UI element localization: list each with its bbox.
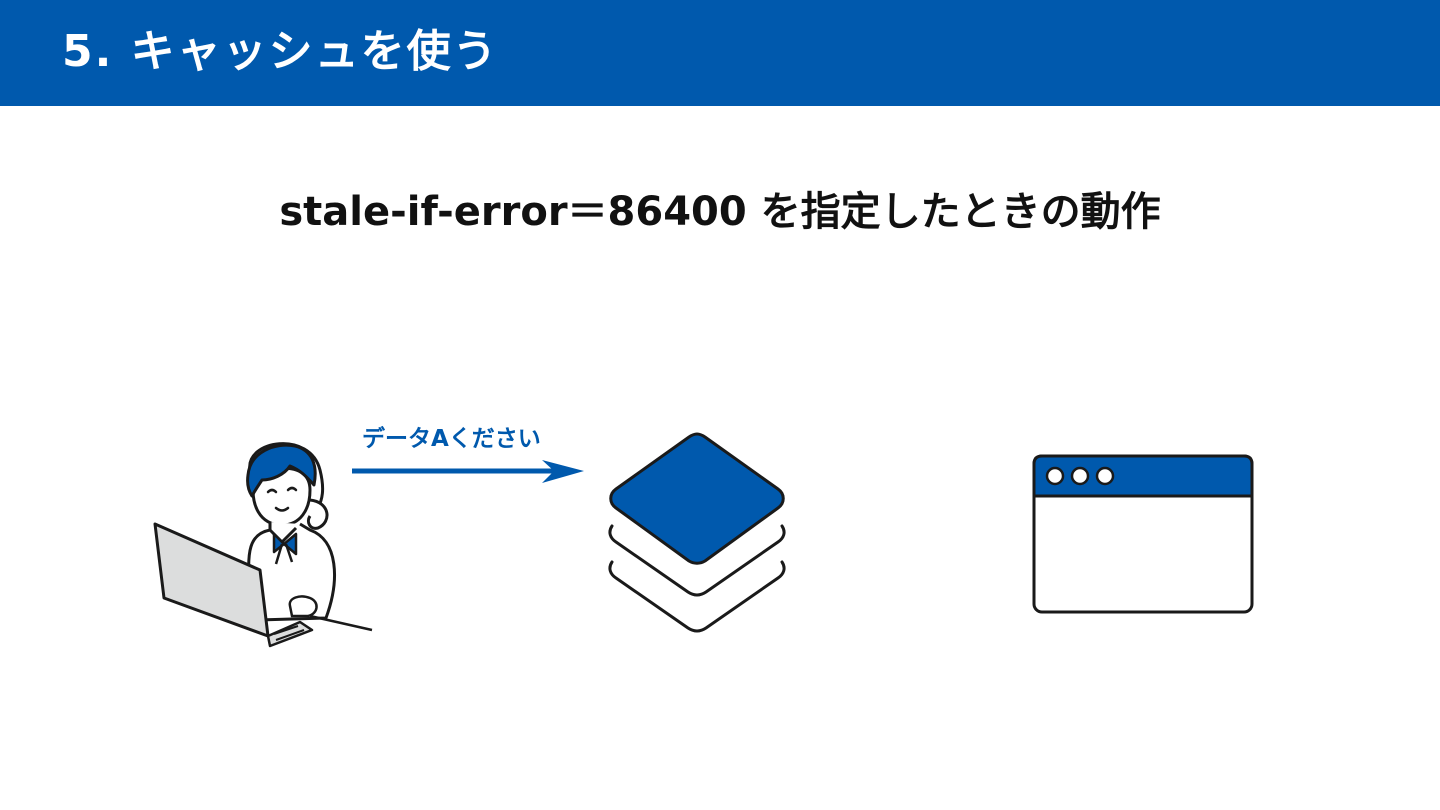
layer-top xyxy=(609,432,785,565)
window-titlebar xyxy=(1032,454,1254,498)
layer-middle xyxy=(608,524,786,597)
layers-stack-icon xyxy=(608,432,786,633)
eye-left xyxy=(266,488,278,494)
ponytail xyxy=(306,498,329,530)
window-dot-2 xyxy=(1070,466,1090,486)
request-label: データAください xyxy=(362,426,541,452)
bow xyxy=(272,532,298,556)
arrow-right-icon xyxy=(352,460,584,483)
hand xyxy=(288,595,318,618)
page-title: 5. キャッシュを使う xyxy=(62,26,499,77)
header-bar: 5. キャッシュを使う xyxy=(0,0,1440,106)
hair-front xyxy=(246,443,317,498)
window-dot-1 xyxy=(1045,466,1065,486)
arrow-head xyxy=(542,460,584,483)
body xyxy=(247,522,336,622)
slide-subtitle: stale-if-error＝86400 を指定したときの動作 xyxy=(279,189,1161,235)
person-at-laptop-icon xyxy=(153,442,373,648)
laptop-screen xyxy=(153,522,270,638)
smile xyxy=(274,506,290,512)
browser-window-icon xyxy=(1032,454,1254,614)
bow-ribbon xyxy=(274,543,294,565)
laptop-keys xyxy=(273,625,305,641)
window-dot-3 xyxy=(1095,466,1115,486)
eye-right xyxy=(286,486,298,492)
desk-line xyxy=(309,614,373,632)
layer-bottom xyxy=(608,560,786,633)
